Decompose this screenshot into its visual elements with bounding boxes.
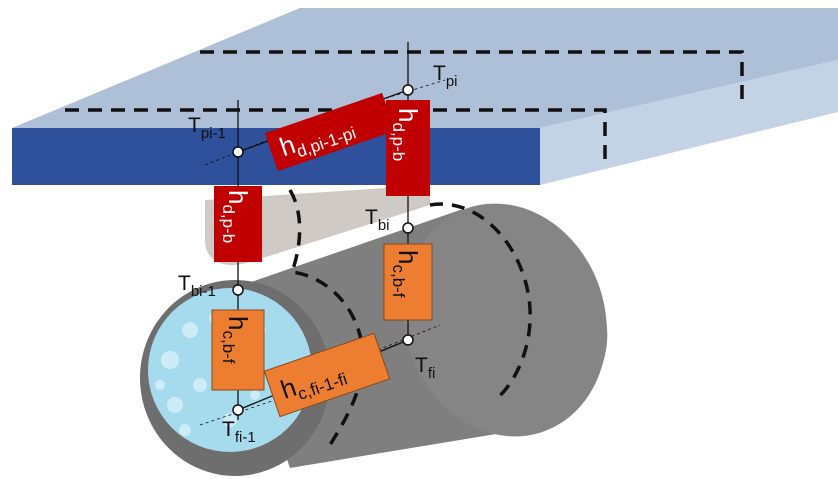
dashed-arc-inner: [288, 189, 365, 446]
hidden-edges-tube: [288, 189, 532, 446]
plate-side: [540, 60, 838, 185]
resistor-h-d-p-b-back: hd,p-b: [386, 100, 430, 196]
dashed-back-slab: [200, 50, 744, 108]
label-t-bi: Tbi: [365, 206, 390, 234]
plate-top: [12, 8, 838, 128]
resistor-h-c-b-f-back: hc,b-f: [383, 243, 433, 321]
label-t-fi: Tfi: [415, 354, 435, 382]
node-t-fi-1: [232, 404, 244, 416]
node-t-pi: [402, 84, 414, 96]
svg-text:hd,p-b: hd,p-b: [389, 108, 423, 161]
resistor-h-d-p-b-front: hd,p-b: [214, 186, 262, 262]
plate: [12, 8, 838, 185]
svg-text:hc,b-f: hc,b-f: [219, 316, 253, 364]
label-t-fi-1: Tfi-1: [222, 418, 256, 446]
dashed-arc-outer: [429, 202, 532, 402]
node-t-pi-1: [232, 146, 244, 158]
label-t-bi-1: Tbi-1: [178, 272, 216, 300]
node-t-bi: [402, 222, 414, 234]
resistor-h-c-fi-1-fi: hc,fi-1-fi: [263, 332, 391, 418]
resistor-h-c-b-f-front: hc,b-f: [211, 309, 265, 391]
node-labels: Tpi Tpi-1 Tbi Tbi-1 Tfi Tfi-1: [178, 62, 458, 446]
tube: [140, 61, 608, 476]
network-dash-guides: [199, 79, 446, 426]
dashed-front-slab: [65, 108, 607, 165]
label-t-pi-1: Tpi-1: [188, 114, 226, 142]
node-t-bi-1: [232, 284, 244, 296]
node-t-fi: [402, 334, 414, 346]
svg-text:hd,p-b: hd,p-b: [219, 190, 253, 243]
svg-text:hc,b-f: hc,b-f: [389, 250, 423, 298]
hidden-edges-plate: [65, 50, 744, 165]
label-t-pi: Tpi: [433, 62, 458, 90]
nodes: [232, 84, 414, 416]
tube-far-end: [403, 203, 607, 437]
